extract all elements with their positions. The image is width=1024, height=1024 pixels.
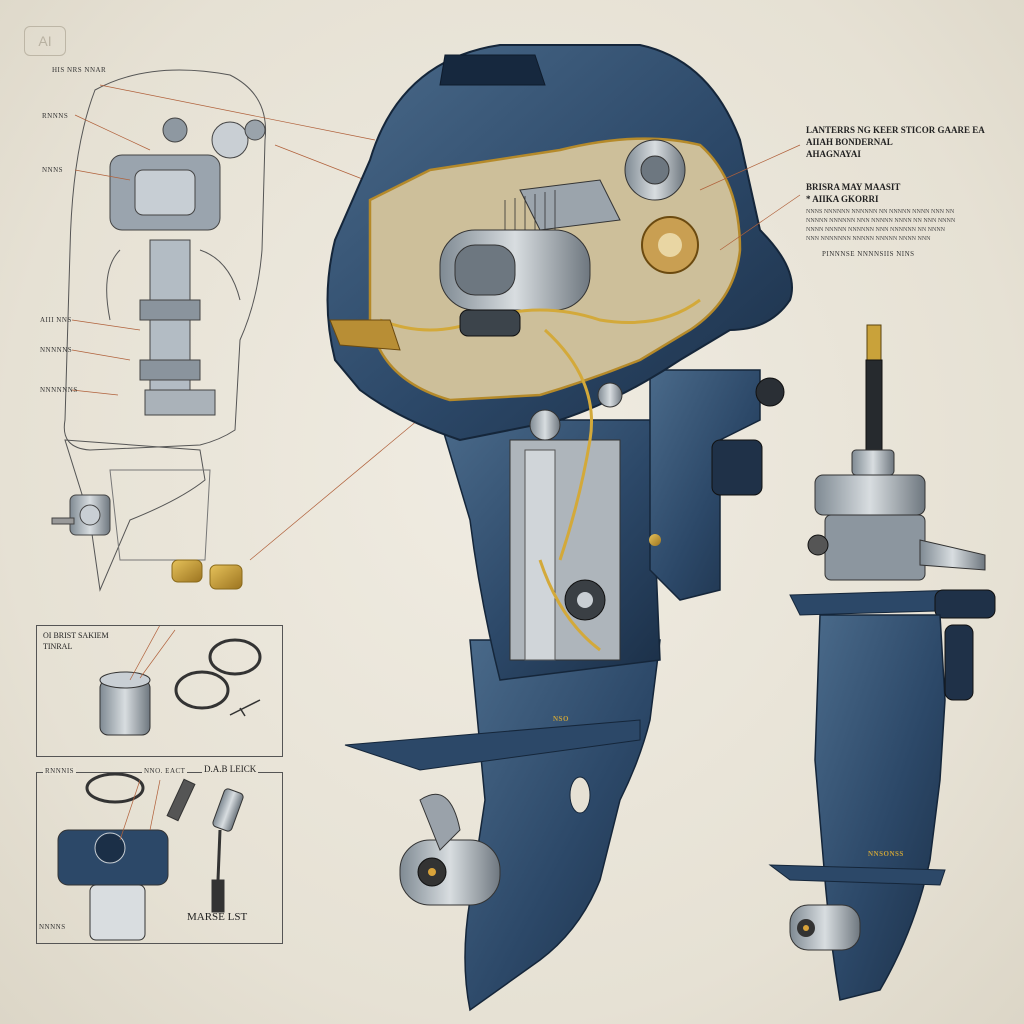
left-label-2: RNNNS (42, 112, 69, 120)
panel2-label-e: NNNNS (39, 923, 66, 931)
right-note-4: NNN NNNNNNN NNNNN NNNNN NNNN NNN (806, 236, 931, 242)
left-label-3: NNNS (42, 166, 64, 174)
right-heading-line1: BRISRA MAY MAASIT (806, 182, 901, 192)
right-leaders (699, 144, 801, 251)
right-title-line3: AHAGNAYAI (806, 149, 861, 159)
panel2-parts (57, 772, 244, 941)
parts-panel-2: RNNNIS NNO. EACT D.A.B LEICK MARSE LST N… (36, 764, 283, 944)
brass-rings (171, 559, 243, 590)
main-motor (326, 44, 793, 1012)
mid-decal: NSO (553, 715, 569, 723)
panel1-parts (99, 624, 262, 736)
right-title-line2: AIIAH BONDERNAL (806, 137, 893, 147)
right-lower-unit (768, 324, 996, 1001)
right-note-1: NNNS NNNNNN NNNNNN NN NNNNN NNNN NNN NN (806, 209, 955, 215)
panel2-label-a: RNNNIS (43, 767, 77, 775)
left-label-6: NNNNNNS (40, 386, 78, 394)
left-sketch-pump (51, 494, 111, 536)
left-label-5: NNNNNS (40, 346, 73, 354)
parts-panel-1: OI BRIST SAKIEM TINRAL (36, 625, 283, 757)
left-label-1: HIS NRS NNAR (52, 66, 107, 74)
left-sketch (63, 69, 267, 592)
right-title-line1: LANTERRS NG KEER STICOR GAARE EA (806, 125, 985, 135)
panel1-title-line1: OI BRIST SAKIEM (43, 631, 109, 640)
right-note-2: NNNNN NNNNNN NNN NNNNN NNNN NN NNN NNNN (806, 218, 956, 224)
right-footnote: PINNNSE NNNNSIIS NINS (822, 250, 915, 258)
ai-badge: AI (24, 26, 66, 56)
panel2-label-c: D.A.B LEICK (202, 764, 259, 775)
panel2-label-d: MARSE LST (187, 911, 248, 923)
panel1-title-line2: TINRAL (43, 642, 73, 651)
right-heading-line2: * AIIKA GKORRI (806, 194, 879, 204)
right-notes: NNNS NNNNNN NNNNNN NN NNNNN NNNN NNN NN … (806, 208, 996, 244)
leg-decal: NNSONSS (868, 850, 904, 858)
right-note-3: NNNN NNNNN NNNNNN NNN NNNNNN NN NNNN (806, 227, 945, 233)
panel2-label-b: NNO. EACT (142, 767, 188, 775)
left-leaders (71, 84, 431, 561)
left-label-4: AIII NNS (40, 316, 72, 324)
